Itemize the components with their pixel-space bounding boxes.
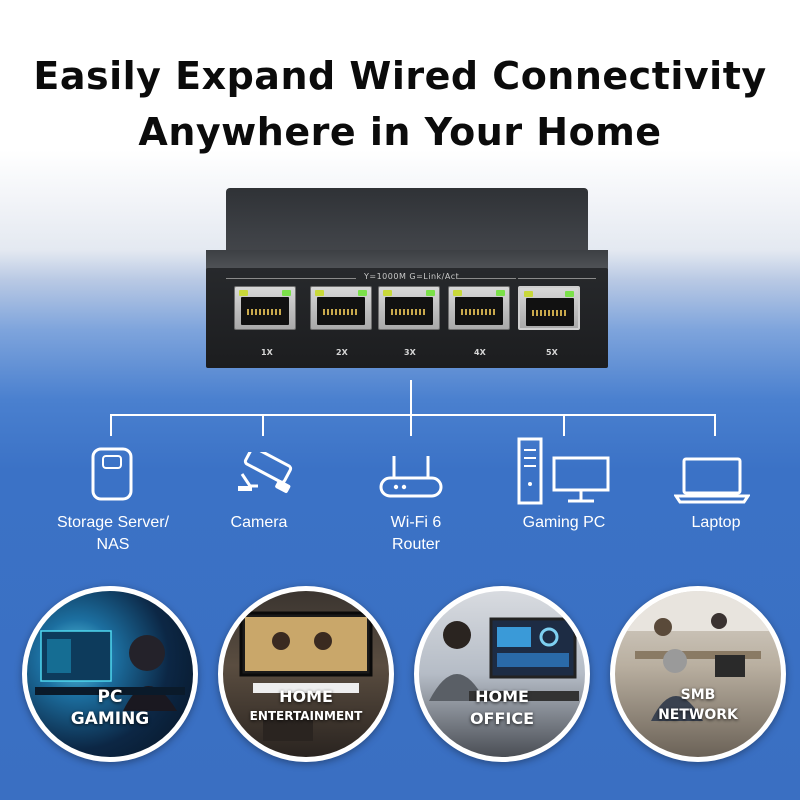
device-label-router-line1: Wi-Fi 6	[390, 514, 442, 531]
scenario-home-office-line1: HOME	[475, 687, 529, 706]
speed-led-icon	[453, 290, 462, 296]
smb-scene-illustration	[615, 591, 781, 721]
link-led-icon	[426, 290, 435, 296]
port-pins	[532, 310, 568, 316]
device-label-camera-line1: Camera	[230, 514, 288, 531]
gaming-pc-icon	[517, 437, 610, 505]
device-label-nas-line2: NAS	[96, 536, 130, 553]
ethernet-port-4	[448, 286, 510, 330]
connector-drop-laptop	[714, 414, 716, 436]
port-pins	[391, 309, 427, 315]
router-icon	[379, 456, 443, 498]
scenario-pc-gaming-line1: PC	[97, 687, 123, 707]
scenario-home-office-line2: OFFICE	[469, 709, 535, 728]
ethernet-port-1	[234, 286, 296, 330]
storage-nas-icon	[91, 447, 133, 501]
link-led-icon	[565, 291, 574, 297]
laptop-icon	[674, 457, 750, 504]
port-label-3: 3X	[404, 348, 416, 357]
connector-trunk	[410, 380, 412, 414]
device-label-nas-line1: Storage Server/	[56, 514, 170, 531]
device-label-router-line2: Router	[391, 536, 441, 553]
device-label-gaming-pc: Gaming PC	[484, 512, 644, 534]
port-pins	[247, 309, 283, 315]
device-label-laptop-line1: Laptop	[691, 514, 741, 531]
device-label-camera: Camera	[179, 512, 339, 534]
link-led-icon	[358, 290, 367, 296]
speed-led-icon	[239, 290, 248, 296]
connector-drop-pc	[563, 414, 565, 436]
switch-top-edge	[206, 250, 608, 270]
scenario-smb-network-line2: NETWORK	[658, 707, 738, 723]
headline-line-2: Anywhere in Your Home	[138, 110, 662, 154]
headline-line-1: Easily Expand Wired Connectivity	[33, 54, 767, 98]
camera-icon	[238, 452, 293, 493]
office-scene-illustration	[429, 617, 579, 701]
switch-legend-line-left	[226, 278, 356, 279]
ethernet-port-3	[378, 286, 440, 330]
ethernet-port-2	[310, 286, 372, 330]
port-pins	[461, 309, 497, 315]
switch-legend-line-right	[456, 278, 516, 279]
speed-led-icon	[524, 291, 533, 297]
switch-led-legend: Y=1000M G=Link/Act	[364, 272, 460, 281]
port-pins	[323, 309, 359, 315]
scenario-home-entertainment-line2: ENTERTAINMENT	[249, 709, 363, 723]
scenario-smb-network-line1: SMB	[680, 687, 716, 703]
port-label-4: 4X	[474, 348, 486, 357]
scenario-smb-network: SMB NETWORK	[610, 586, 786, 762]
network-switch: Y=1000M G=Link/Act 1X 2X 3X 4X 5X	[206, 188, 608, 370]
connector-drop-camera	[262, 414, 264, 436]
scenario-home-office: HOME OFFICE	[414, 586, 590, 762]
switch-port5-line	[518, 278, 596, 279]
device-label-laptop: Laptop	[636, 512, 796, 534]
connector-bus	[110, 414, 716, 416]
device-label-gaming-pc-line1: Gaming PC	[522, 514, 606, 531]
link-led-icon	[496, 290, 505, 296]
ethernet-port-5	[518, 286, 580, 330]
speed-led-icon	[315, 290, 324, 296]
scenario-pc-gaming-line2: GAMING	[70, 709, 150, 729]
device-label-router: Wi-Fi 6 Router	[336, 512, 496, 556]
gaming-scene-illustration	[35, 630, 185, 711]
entertainment-scene-illustration	[239, 611, 373, 741]
scenario-home-entertainment-line1: HOME	[279, 687, 333, 706]
port-label-2: 2X	[336, 348, 348, 357]
connector-drop-nas	[110, 414, 112, 436]
port-label-1: 1X	[261, 348, 273, 357]
connector-drop-router	[410, 414, 412, 436]
link-led-icon	[282, 290, 291, 296]
speed-led-icon	[383, 290, 392, 296]
scenario-home-entertainment: HOME ENTERTAINMENT	[218, 586, 394, 762]
port-label-5: 5X	[546, 348, 558, 357]
scenario-pc-gaming: PC GAMING	[22, 586, 198, 762]
device-label-nas: Storage Server/ NAS	[33, 512, 193, 556]
